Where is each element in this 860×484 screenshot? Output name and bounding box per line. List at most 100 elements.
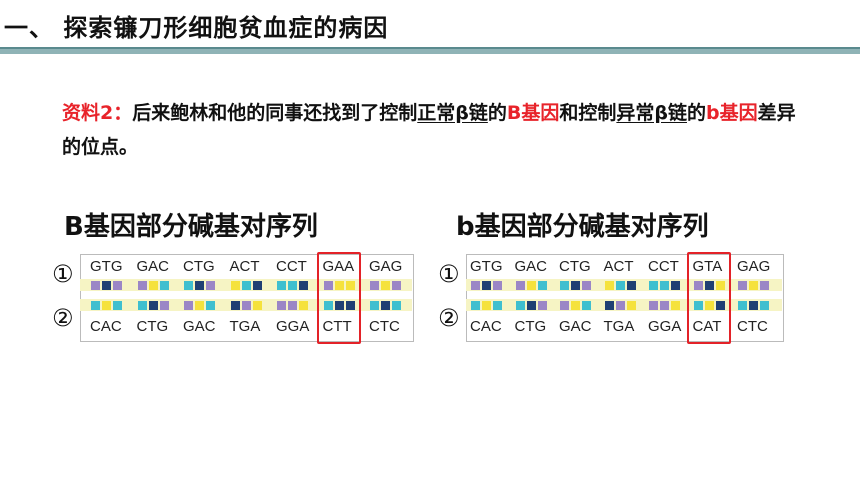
base-square (582, 301, 591, 310)
base-square (159, 301, 169, 310)
base-square (671, 281, 680, 290)
base-square (537, 281, 547, 290)
base-square (323, 281, 333, 290)
mutation-highlight-box (316, 252, 361, 344)
panel-b-title: b基因部分碱基对序列 (456, 212, 709, 242)
base-square (299, 281, 308, 290)
top-codon: GTG (470, 258, 503, 275)
base-square (102, 301, 111, 310)
top-codon: CCT (276, 258, 307, 275)
normal-beta-chain: 正常β链 (417, 102, 488, 124)
section-title: 一、 探索镰刀形细胞贫血症的病因 (4, 14, 389, 42)
base-square (704, 301, 714, 310)
panel-B-title: B基因部分碱基对序列 (64, 212, 318, 242)
base-square (738, 301, 747, 310)
base-square (381, 281, 390, 290)
material-text-3: 的 (487, 102, 507, 124)
base-square (370, 301, 379, 310)
base-square (113, 301, 122, 310)
base-square (184, 301, 193, 310)
bottom-codon: CTT (322, 318, 352, 335)
top-codon: GAA (322, 258, 355, 275)
top-codon: CCT (648, 258, 679, 275)
base-square (241, 301, 251, 310)
base-square (560, 281, 569, 290)
base-square (604, 301, 614, 310)
top-codon: GTG (90, 258, 123, 275)
base-square (148, 281, 158, 290)
base-square (537, 301, 547, 310)
strand-2-marker: ② (438, 304, 460, 332)
base-square (299, 301, 308, 310)
base-square (137, 281, 147, 290)
base-square (749, 281, 758, 290)
base-square (195, 301, 204, 310)
material-label: 资料2： (62, 102, 133, 124)
base-square (471, 301, 480, 310)
base-square (715, 301, 725, 310)
base-square (738, 281, 747, 290)
base-square (345, 301, 355, 310)
material-text-7: 的 (686, 102, 706, 124)
sequence-frame (466, 254, 784, 342)
bottom-codon: GAC (559, 318, 592, 335)
base-square (604, 281, 614, 290)
base-square (560, 301, 569, 310)
base-square (288, 301, 297, 310)
bottom-codon: GGA (648, 318, 682, 335)
base-square (471, 281, 480, 290)
base-square (113, 281, 122, 290)
bottom-codon: CTC (369, 318, 400, 335)
strand-1-marker: ① (52, 260, 74, 288)
bottom-codon: CTG (136, 318, 169, 335)
base-square (482, 301, 491, 310)
base-square (252, 281, 262, 290)
base-square (715, 281, 725, 290)
base-square (704, 281, 714, 290)
abnormal-beta-chain: 异常β链 (616, 102, 687, 124)
base-square (749, 301, 758, 310)
base-square (649, 301, 658, 310)
header-divider (0, 47, 860, 49)
base-square (526, 301, 536, 310)
base-square (277, 281, 286, 290)
sequence-frame (80, 254, 414, 342)
base-square (206, 281, 215, 290)
base-square (230, 301, 240, 310)
base-square (288, 281, 297, 290)
base-square (693, 281, 703, 290)
base-square (671, 301, 680, 310)
top-codon: ACT (603, 258, 634, 275)
base-square (277, 301, 286, 310)
base-square (91, 281, 100, 290)
base-square (615, 281, 625, 290)
base-square (91, 301, 100, 310)
material-text-9: 差异的位点。 (62, 102, 796, 158)
bottom-codon: TGA (229, 318, 261, 335)
base-square (241, 281, 251, 290)
bottom-codon: CTG (514, 318, 547, 335)
top-codon: GAG (737, 258, 771, 275)
top-codon: GAG (369, 258, 403, 275)
base-square (148, 301, 158, 310)
bottom-codon: CTC (737, 318, 768, 335)
material-text-5: 和控制 (559, 102, 617, 124)
top-codon: CTG (183, 258, 215, 275)
top-codon: GAC (514, 258, 548, 275)
bottom-codon: CAT (692, 318, 722, 335)
base-square (626, 281, 636, 290)
base-square (660, 281, 669, 290)
base-square (482, 281, 491, 290)
base-square (582, 281, 591, 290)
base-square (760, 281, 769, 290)
base-square (334, 281, 344, 290)
top-codon: GAC (136, 258, 170, 275)
header-band (0, 49, 860, 54)
strand-1-marker: ① (438, 260, 460, 288)
base-square (323, 301, 333, 310)
base-square (392, 281, 401, 290)
base-square (615, 301, 625, 310)
base-square (660, 301, 669, 310)
base-square (195, 281, 204, 290)
